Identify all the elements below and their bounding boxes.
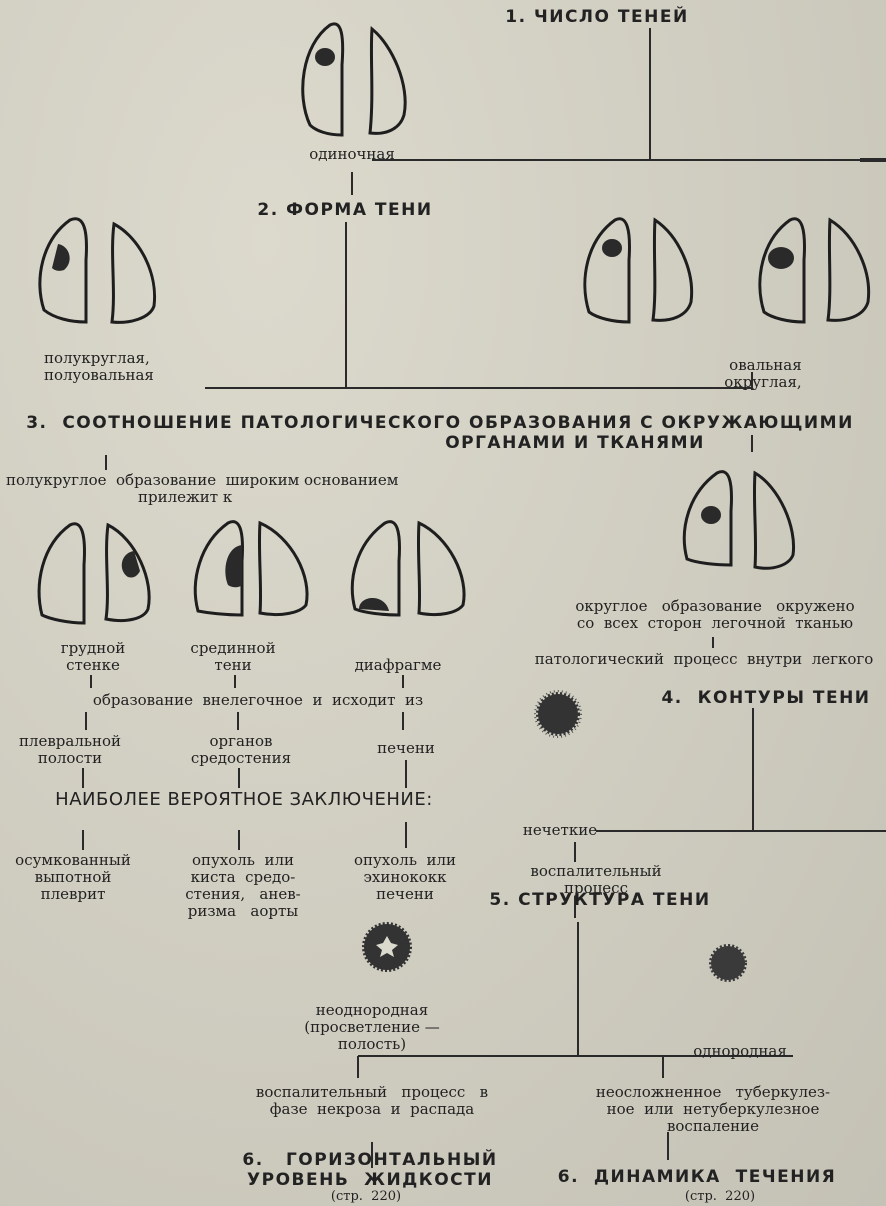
homogeneous-label: однородная (693, 1043, 787, 1060)
semi-relation-text: полукруглое образование широким основани… (6, 472, 398, 506)
heterogeneous-label: неоднородная(просветление —полость) (304, 1002, 440, 1053)
step2-title: 2. ФОРМА ТЕНИ (257, 200, 432, 220)
lungs-chest-wall-icon (30, 515, 155, 630)
lungs-intrapulmonary-icon (675, 465, 800, 580)
fuzzy-contour-label: нечеткие (523, 822, 597, 839)
step1-title: 1. ЧИСЛО ТЕНЕЙ (505, 7, 688, 27)
lungs-round-shadow-icon (750, 210, 875, 330)
extra-pulmonary-text: образование внелегочное и исходит из (93, 692, 423, 709)
liver-label: печени (377, 740, 435, 757)
lungs-single-shadow-icon (290, 15, 410, 140)
fuzzy-contour-blob-icon (530, 686, 586, 742)
semicircular-label: полукруглая,полуовальная (44, 350, 154, 384)
lungs-diaphragm-shadow-icon (345, 515, 470, 625)
lungs-median-shadow-icon (190, 515, 315, 625)
step5-title: 5. СТРУКТУРА ТЕНИ (489, 890, 710, 910)
step6-fluid-ref: (стр. 220) (331, 1188, 401, 1205)
intrapulmonary-text: патологический процесс внутри легкого (535, 651, 874, 668)
step3-title: 3. СООТНОШЕНИЕ ПАТОЛОГИЧЕСКОГО ОБРАЗОВАН… (26, 413, 854, 453)
step6-dynamics-ref: (стр. 220) (685, 1188, 755, 1205)
conclusion-title: НАИБОЛЕЕ ВЕРОЯТНОЕ ЗАКЛЮЧЕНИЕ: (55, 791, 433, 808)
diaphragm-label: диафрагме (355, 657, 442, 674)
step6-dynamics-title: 6. ДИНАМИКА ТЕЧЕНИЯ (558, 1167, 837, 1187)
uncomplicated-text: неосложненное туберкулез-ное или нетубер… (596, 1084, 830, 1135)
single-shadow-label: одиночная (309, 146, 395, 163)
cavity-structure-blob-icon (356, 916, 418, 978)
homogeneous-structure-blob-icon (703, 938, 753, 988)
lungs-oval-shadow-icon (575, 210, 695, 330)
lungs-semicircular-shadow-icon (30, 210, 160, 330)
step4-title: 4. КОНТУРЫ ТЕНИ (661, 688, 870, 708)
